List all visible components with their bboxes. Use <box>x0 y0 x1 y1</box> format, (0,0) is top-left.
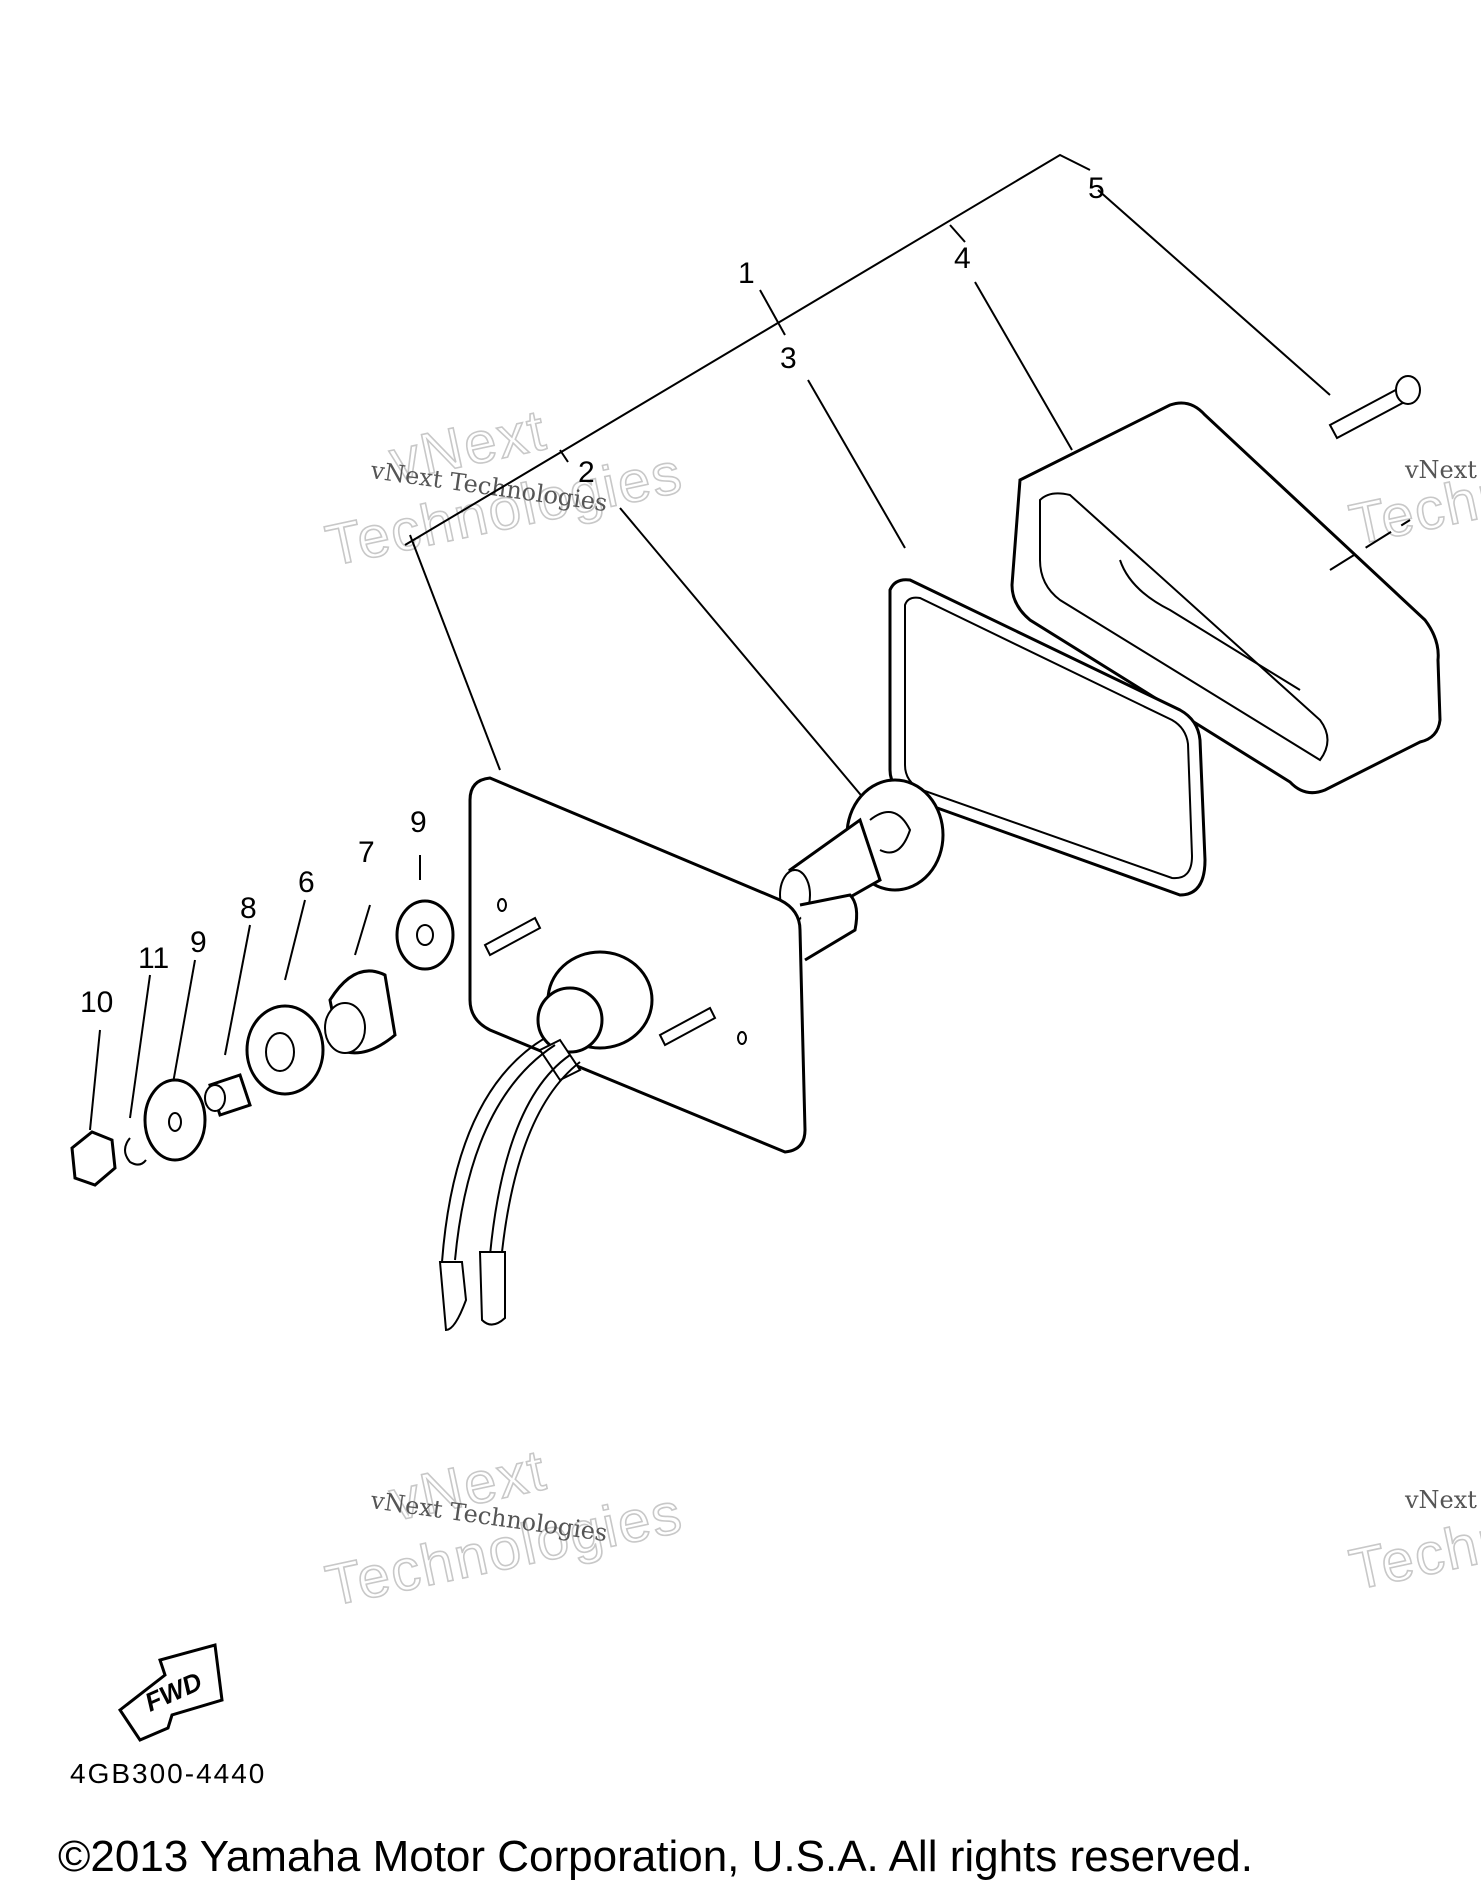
clip-11 <box>124 1137 147 1166</box>
bulb <box>779 778 945 923</box>
callout-10: 10 <box>80 986 113 1019</box>
callout-6: 6 <box>298 866 315 899</box>
callout-8: 8 <box>240 892 257 925</box>
callout-3: 3 <box>780 342 797 375</box>
watermark-small-bottom-right: vNext Technologies <box>1404 1486 1481 1514</box>
callout-labels: 1 2 3 4 5 6 7 8 9 9 10 11 <box>80 172 1105 1019</box>
nut-10 <box>70 1130 117 1187</box>
screw <box>1328 375 1421 440</box>
callout-4: 4 <box>954 242 971 275</box>
watermark-big-top-right: Technologies <box>1344 419 1481 558</box>
base-plate <box>438 776 859 1332</box>
diagram-code: 4GB300-4440 <box>70 1758 267 1789</box>
callout-9-lower: 9 <box>190 926 207 959</box>
copyright-notice: ©2013 Yamaha Motor Corporation, U.S.A. A… <box>58 1832 1253 1881</box>
lens-housing <box>1010 401 1442 795</box>
leader-lines <box>89 153 1331 1131</box>
callout-1: 1 <box>738 257 755 290</box>
callout-9-upper: 9 <box>410 806 427 839</box>
callout-7: 7 <box>358 836 375 869</box>
callout-5: 5 <box>1088 172 1105 205</box>
fwd-arrow-icon: FWD <box>117 1643 224 1742</box>
hardware-stack <box>70 899 455 1187</box>
callout-11: 11 <box>138 942 169 975</box>
callout-2: 2 <box>578 456 595 489</box>
watermark-small-top-right: vNext Technologies <box>1404 456 1481 484</box>
watermark-big-bottom-right: Technologies <box>1344 1464 1481 1603</box>
